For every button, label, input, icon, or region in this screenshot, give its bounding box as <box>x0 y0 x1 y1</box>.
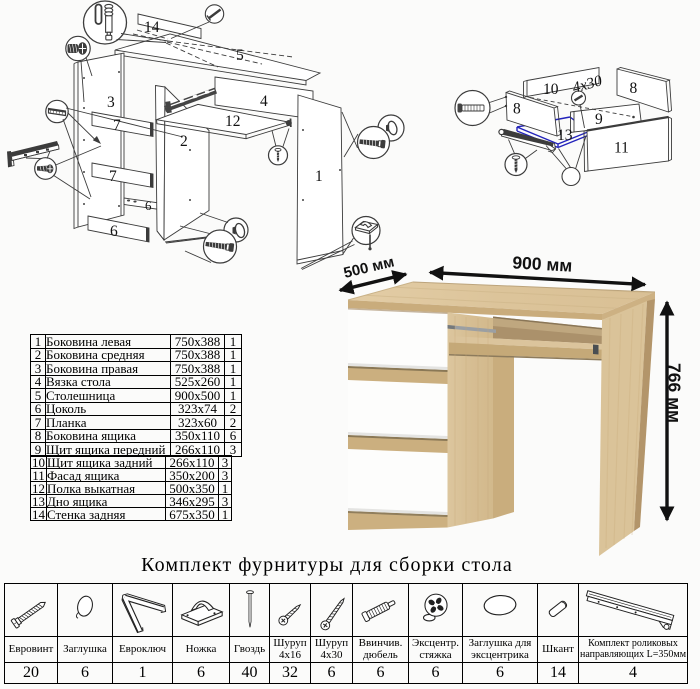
svg-text:6: 6 <box>110 223 118 240</box>
svg-text:1: 1 <box>315 168 323 185</box>
svg-text:2: 2 <box>180 133 188 150</box>
svg-text:9: 9 <box>595 111 603 128</box>
svg-text:5: 5 <box>236 47 244 64</box>
svg-text:13: 13 <box>557 127 573 144</box>
svg-text:12: 12 <box>225 113 241 130</box>
svg-text:766 мм: 766 мм <box>665 363 685 423</box>
svg-text:10: 10 <box>543 81 559 98</box>
svg-text:7: 7 <box>109 168 117 185</box>
svg-text:7: 7 <box>113 117 121 134</box>
svg-text:6: 6 <box>145 198 152 213</box>
svg-text:3: 3 <box>107 94 115 111</box>
svg-text:14: 14 <box>144 19 160 36</box>
svg-text:4: 4 <box>260 93 268 110</box>
svg-text:8: 8 <box>630 80 638 97</box>
svg-text:900 мм: 900 мм <box>512 252 573 275</box>
svg-text:8: 8 <box>513 101 521 118</box>
svg-text:11: 11 <box>614 140 629 157</box>
